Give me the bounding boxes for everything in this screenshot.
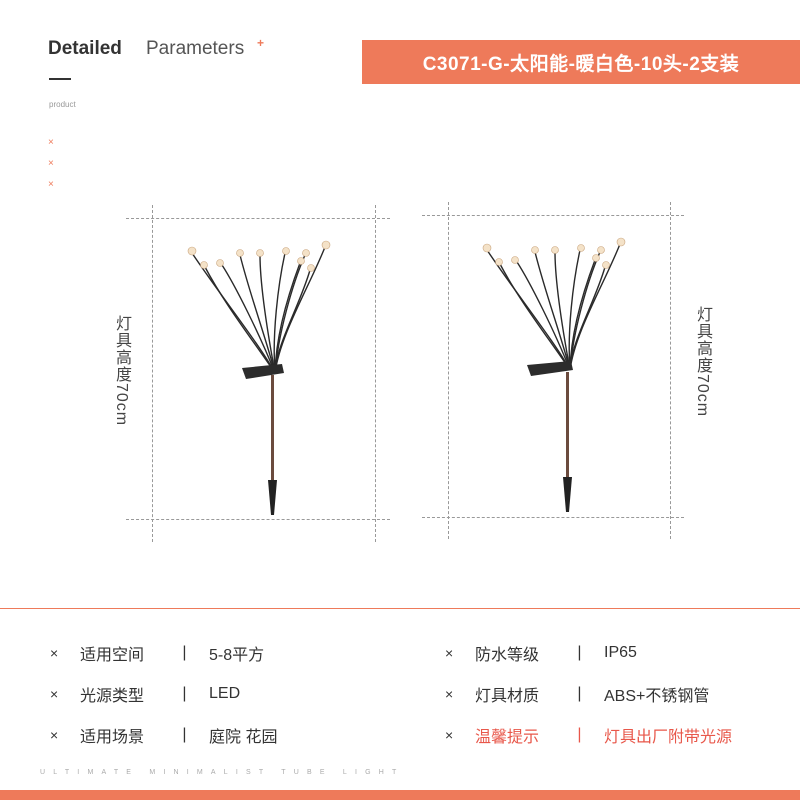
param-label: 适用空间 (80, 647, 145, 664)
height-label: 灯具高度70cm (694, 306, 711, 418)
param-value: LED (209, 685, 241, 702)
param-label: 光源类型 (80, 688, 145, 705)
cross-icon: × (48, 158, 54, 169)
cross-icon: × (48, 179, 54, 190)
dimension-guide-bottom (126, 519, 390, 520)
dimension-guide-left (448, 202, 449, 539)
param-separator: | (577, 644, 582, 661)
param-separator: | (182, 726, 187, 743)
section-title-light: Parameters (146, 38, 245, 59)
param-separator: | (182, 685, 187, 702)
param-row: × 适用空间 | 5-8平方 (50, 641, 264, 665)
param-value: 庭院 花园 (209, 729, 278, 746)
param-row: × 适用场景 | 庭院 花园 (50, 723, 277, 747)
param-separator: | (182, 644, 187, 661)
dimension-guide-top (126, 218, 390, 219)
param-value: IP65 (604, 644, 637, 661)
cross-icon: × (445, 686, 454, 702)
cross-icon: × (445, 727, 454, 743)
param-label: 防水等级 (475, 647, 540, 664)
dimension-guide-right (375, 205, 376, 542)
cross-icon: × (445, 645, 454, 661)
cross-icon: × (50, 727, 59, 743)
dimension-guide-right (670, 202, 671, 539)
dimension-guide-left (152, 205, 153, 542)
param-row: × 灯具材质 | ABS+不锈钢管 (445, 682, 709, 706)
section-title-bold: Detailed (48, 38, 122, 59)
dimension-guide-top (422, 215, 684, 216)
param-row: × 光源类型 | LED (50, 682, 240, 706)
dimension-guide-bottom (422, 517, 684, 518)
footer-tagline: ULTIMATE MINIMALIST TUBE LIGHT (40, 769, 405, 776)
param-label: 适用场景 (80, 729, 145, 746)
param-row-notice: × 温馨提示 | 灯具出厂附带光源 (445, 723, 732, 747)
footer-accent-bar (0, 790, 800, 800)
plus-icon: + (257, 36, 265, 50)
param-value: ABS+不锈钢管 (604, 688, 710, 705)
section-subtitle: product (49, 100, 76, 109)
cross-icon: × (50, 686, 59, 702)
param-value: 灯具出厂附带光源 (604, 729, 733, 746)
title-underline (49, 78, 71, 80)
product-title: C3071-G-太阳能-暖白色-10头-2支装 (422, 53, 740, 75)
solar-firefly-lamp-image (482, 237, 626, 512)
product-title-banner: C3071-G-太阳能-暖白色-10头-2支装 (362, 40, 800, 84)
section-divider (0, 608, 800, 609)
param-row: × 防水等级 | IP65 (445, 641, 637, 665)
cross-icon: × (48, 137, 54, 148)
param-separator: | (577, 685, 582, 702)
height-label: 灯具高度70cm (113, 315, 130, 427)
param-label: 温馨提示 (475, 729, 540, 746)
cross-icon: × (50, 645, 59, 661)
solar-firefly-lamp-image (187, 240, 331, 515)
param-label: 灯具材质 (475, 688, 540, 705)
param-value: 5-8平方 (209, 647, 265, 664)
param-separator: | (577, 726, 582, 743)
